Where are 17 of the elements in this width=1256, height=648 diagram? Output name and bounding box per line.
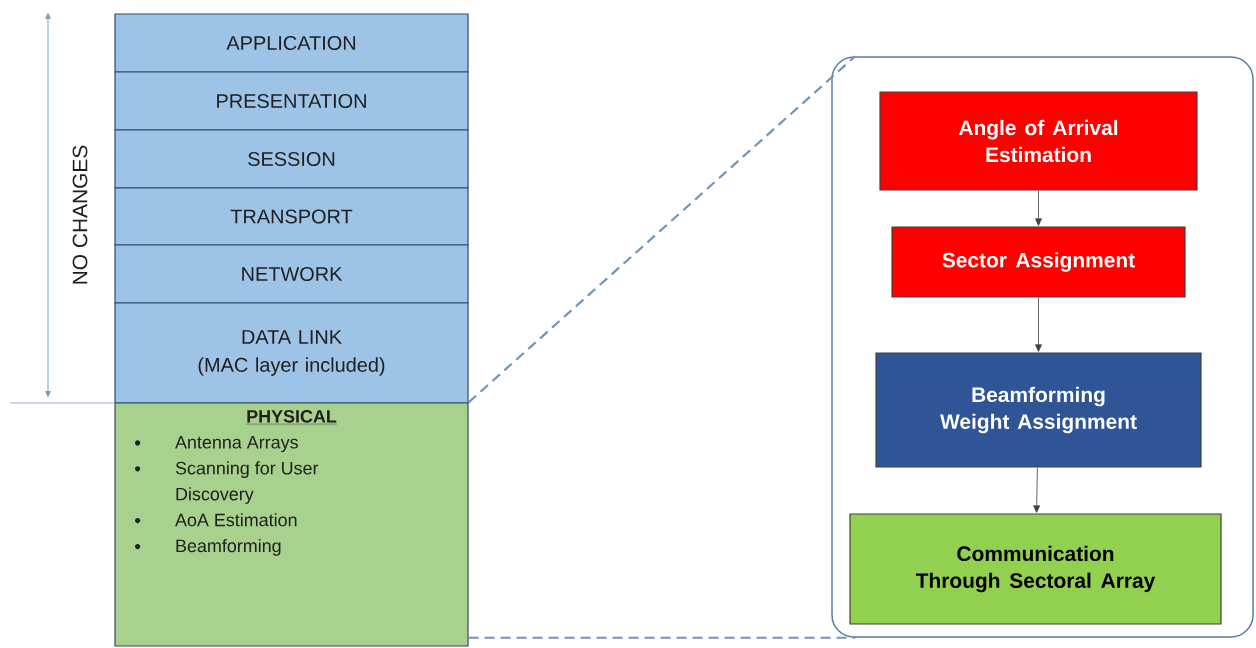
zoom-line <box>468 636 856 639</box>
layer-box: APPLICATION <box>114 13 469 73</box>
process-box: Beamforming Weight Assignment <box>875 352 1202 468</box>
layer-box: NETWORK <box>114 244 469 304</box>
layer-box: PRESENTATION <box>114 71 469 131</box>
process-box: Angle of Arrival Estimation <box>879 91 1198 191</box>
process-box: Communication Through Sectoral Array <box>849 513 1222 625</box>
arrow <box>1033 467 1041 513</box>
layer-box: DATA LINK (MAC layer included) <box>114 302 469 404</box>
process-box: Sector Assignment <box>891 226 1186 298</box>
arrow <box>1035 297 1042 352</box>
layer-box: TRANSPORT <box>114 187 469 246</box>
layer-box: SESSION <box>114 129 469 189</box>
layer-box: PHYSICAL Antenna Arrays Scanning for User Discovery AoA Estimation Beamforming <box>114 402 469 647</box>
side-label: NO CHANGES <box>72 145 88 284</box>
zoom-line <box>467 55 856 404</box>
arrow <box>1035 190 1042 226</box>
